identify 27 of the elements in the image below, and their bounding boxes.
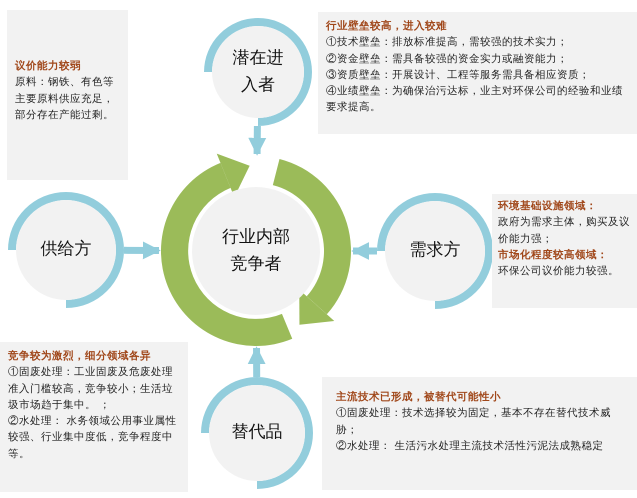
panel-heading: 环境基础设施领域： — [498, 198, 598, 214]
node-label: 替代品 — [232, 421, 282, 444]
panel-heading: 市场化程度较高领域： — [498, 248, 609, 263]
node-label: 供给方 — [40, 238, 92, 262]
panel-text: ④业绩壁垒：为确保治污达标，业主对环保公司的经验和业绩要求提高。 — [326, 84, 624, 116]
panel-text: 政府为需求主体，购买及议价能力强； — [498, 215, 631, 247]
panel-text: ③资质壁垒：开展设计、工程等服务需具备相应资质； — [326, 68, 591, 83]
panel-text: ②资金壁垒：需具备较强的资金实力或融资能力； — [326, 52, 569, 67]
node-label: 行业内部竞争者 — [220, 226, 291, 276]
panel-text: ①固废处理：工业固废及危废处理准入门槛较高，竞争较小；生活垃圾市场趋于集中。 ； — [8, 365, 174, 413]
panel-heading: 竞争较为激烈，细分领域各异 — [8, 349, 152, 364]
panel-text: ②水处理： 水务领域公用事业属性较强、行业集中度低，竞争程度中等。 — [8, 414, 178, 462]
text-panel — [492, 194, 637, 308]
panel-text: 原料：钢铁、有色等主要原料供应充足，部分存在产能过剩。 — [15, 75, 115, 123]
panel-heading: 主流技术已形成，被替代可能性小 — [336, 390, 502, 405]
arrow — [124, 241, 161, 260]
arrow — [248, 346, 266, 378]
arrow — [248, 126, 266, 156]
panel-text: ①固废处理：技术选择较为固定，基本不存在替代技术威胁； — [336, 406, 612, 438]
panel-text: ①技术壁垒：排放标准提高，需较强的技术实力； — [326, 35, 569, 50]
node-label: 潜在进入者 — [232, 46, 284, 97]
panel-text: 环保公司议价能力较强。 — [498, 264, 620, 280]
arrow — [351, 242, 377, 260]
panel-heading: 议价能力较弱 — [15, 59, 82, 74]
panel-heading: 行业壁垒较高，进入较难 — [326, 18, 448, 34]
panel-text: ②水处理： 生活污水处理主流技术活性污泥法成熟稳定 — [336, 438, 604, 454]
node-label: 需求方 — [410, 239, 460, 262]
